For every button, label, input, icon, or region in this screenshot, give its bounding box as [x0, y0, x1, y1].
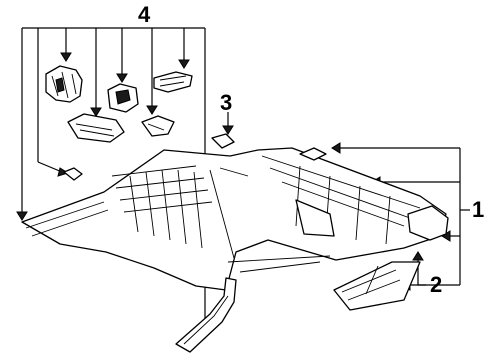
upper-bracket-b: [107, 83, 139, 113]
upper-bracket-a: [45, 65, 83, 103]
front-side-rail: [407, 205, 449, 241]
callout-2: 2: [430, 272, 442, 297]
rear-mount-bracket: [67, 113, 125, 143]
side-bracket: [211, 133, 235, 149]
upper-bracket-c: [153, 71, 193, 93]
callout-3-leader: [222, 112, 234, 135]
callout-3: 3: [220, 90, 232, 115]
callout-1: 1: [472, 197, 484, 222]
floor-pan-assembly: [21, 147, 447, 291]
small-bracket: [63, 167, 83, 181]
rear-rail-reinforcement: [333, 261, 421, 311]
upper-bracket-d: [141, 115, 175, 137]
rear-side-rail: [175, 277, 237, 353]
callout-4: 4: [138, 2, 151, 27]
